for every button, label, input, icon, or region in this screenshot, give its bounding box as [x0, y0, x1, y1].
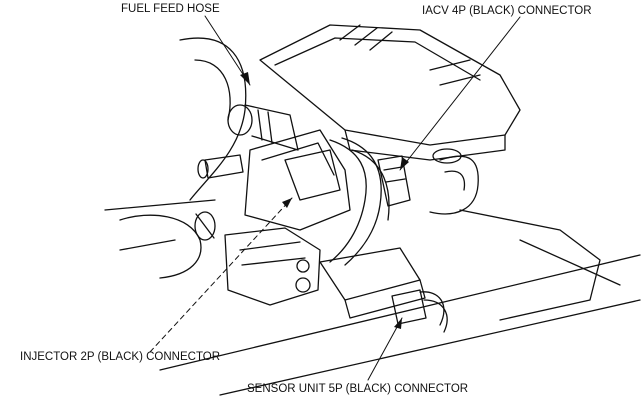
air-box-rib-5 [439, 74, 481, 86]
throttle-body [244, 129, 351, 231]
air-box-rib-4 [429, 59, 471, 71]
small-fitting [204, 154, 244, 179]
left-panel-edge-lower [119, 239, 176, 251]
right-hose-inner [444, 170, 466, 191]
frame-rail-bottom [219, 299, 641, 396]
iacv-connector-latch-2 [385, 178, 406, 183]
label-iacv-connector: IACV 4P (BLACK) CONNECTOR [422, 5, 592, 17]
throttle-body-face [261, 142, 335, 176]
wiring-harness-3 [351, 149, 390, 221]
sensor-unit-plate-edge [344, 279, 426, 319]
fuel-hose-end [227, 104, 253, 136]
right-lower-body [459, 209, 601, 321]
arrow-sensor-unit-connector [394, 318, 402, 329]
leader-injector-connector [149, 197, 293, 353]
engine-body-outline [179, 37, 247, 201]
small-fitting-nut [197, 159, 209, 179]
sensor-connector-body [391, 289, 427, 325]
left-panel-edge [104, 199, 216, 211]
sensor-unit-plate [319, 247, 421, 301]
air-box-rib-1 [339, 24, 361, 41]
label-fuel-feed-hose: FUEL FEED HOSE [121, 3, 220, 15]
arrow-injector-connector [282, 198, 292, 208]
hose-clamp-band [195, 213, 215, 239]
label-sensor-unit-connector: SENSOR UNIT 5P (BLACK) CONNECTOR [247, 383, 469, 395]
hose-clamp [194, 211, 216, 241]
air-box-rim [344, 129, 506, 161]
leader-iacv-connector [399, 16, 521, 171]
right-hose-end [432, 148, 462, 164]
arrow-iacv-connector [400, 157, 409, 170]
air-box-rib-2 [354, 27, 378, 46]
lower-throttle-ribs [239, 241, 301, 251]
fuel-hose-clamp-2 [267, 111, 273, 144]
iacv-connector-body [377, 155, 411, 207]
iacv-connector-latch [383, 166, 403, 171]
lower-throttle-housing [224, 227, 321, 306]
lower-throttle-ribs-2 [241, 257, 306, 266]
right-hose [429, 155, 479, 215]
engine-body-outline-inner [194, 59, 231, 121]
air-box-outline [259, 24, 521, 146]
injector-body [284, 149, 341, 201]
wiring-harness-2 [341, 137, 382, 266]
arrow-fuel-feed-hose [240, 72, 250, 85]
sensor-connector-wires-2 [423, 299, 448, 333]
air-box-rib-3 [369, 31, 393, 51]
wiring-harness [329, 139, 367, 263]
left-lower-hose [119, 214, 202, 279]
lower-bolt [295, 277, 311, 293]
air-box-top-face [274, 37, 481, 81]
frame-rail-side [519, 239, 621, 286]
leader-sensor-unit-connector [367, 317, 403, 381]
frame-rail-top [159, 254, 641, 371]
label-injector-connector: INJECTOR 2P (BLACK) CONNECTOR [20, 351, 221, 363]
throttle-bolt [296, 259, 310, 273]
sensor-connector-wires [419, 291, 445, 326]
leader-fuel-feed-hose [204, 15, 251, 86]
fuel-hose-clamp [257, 109, 263, 141]
